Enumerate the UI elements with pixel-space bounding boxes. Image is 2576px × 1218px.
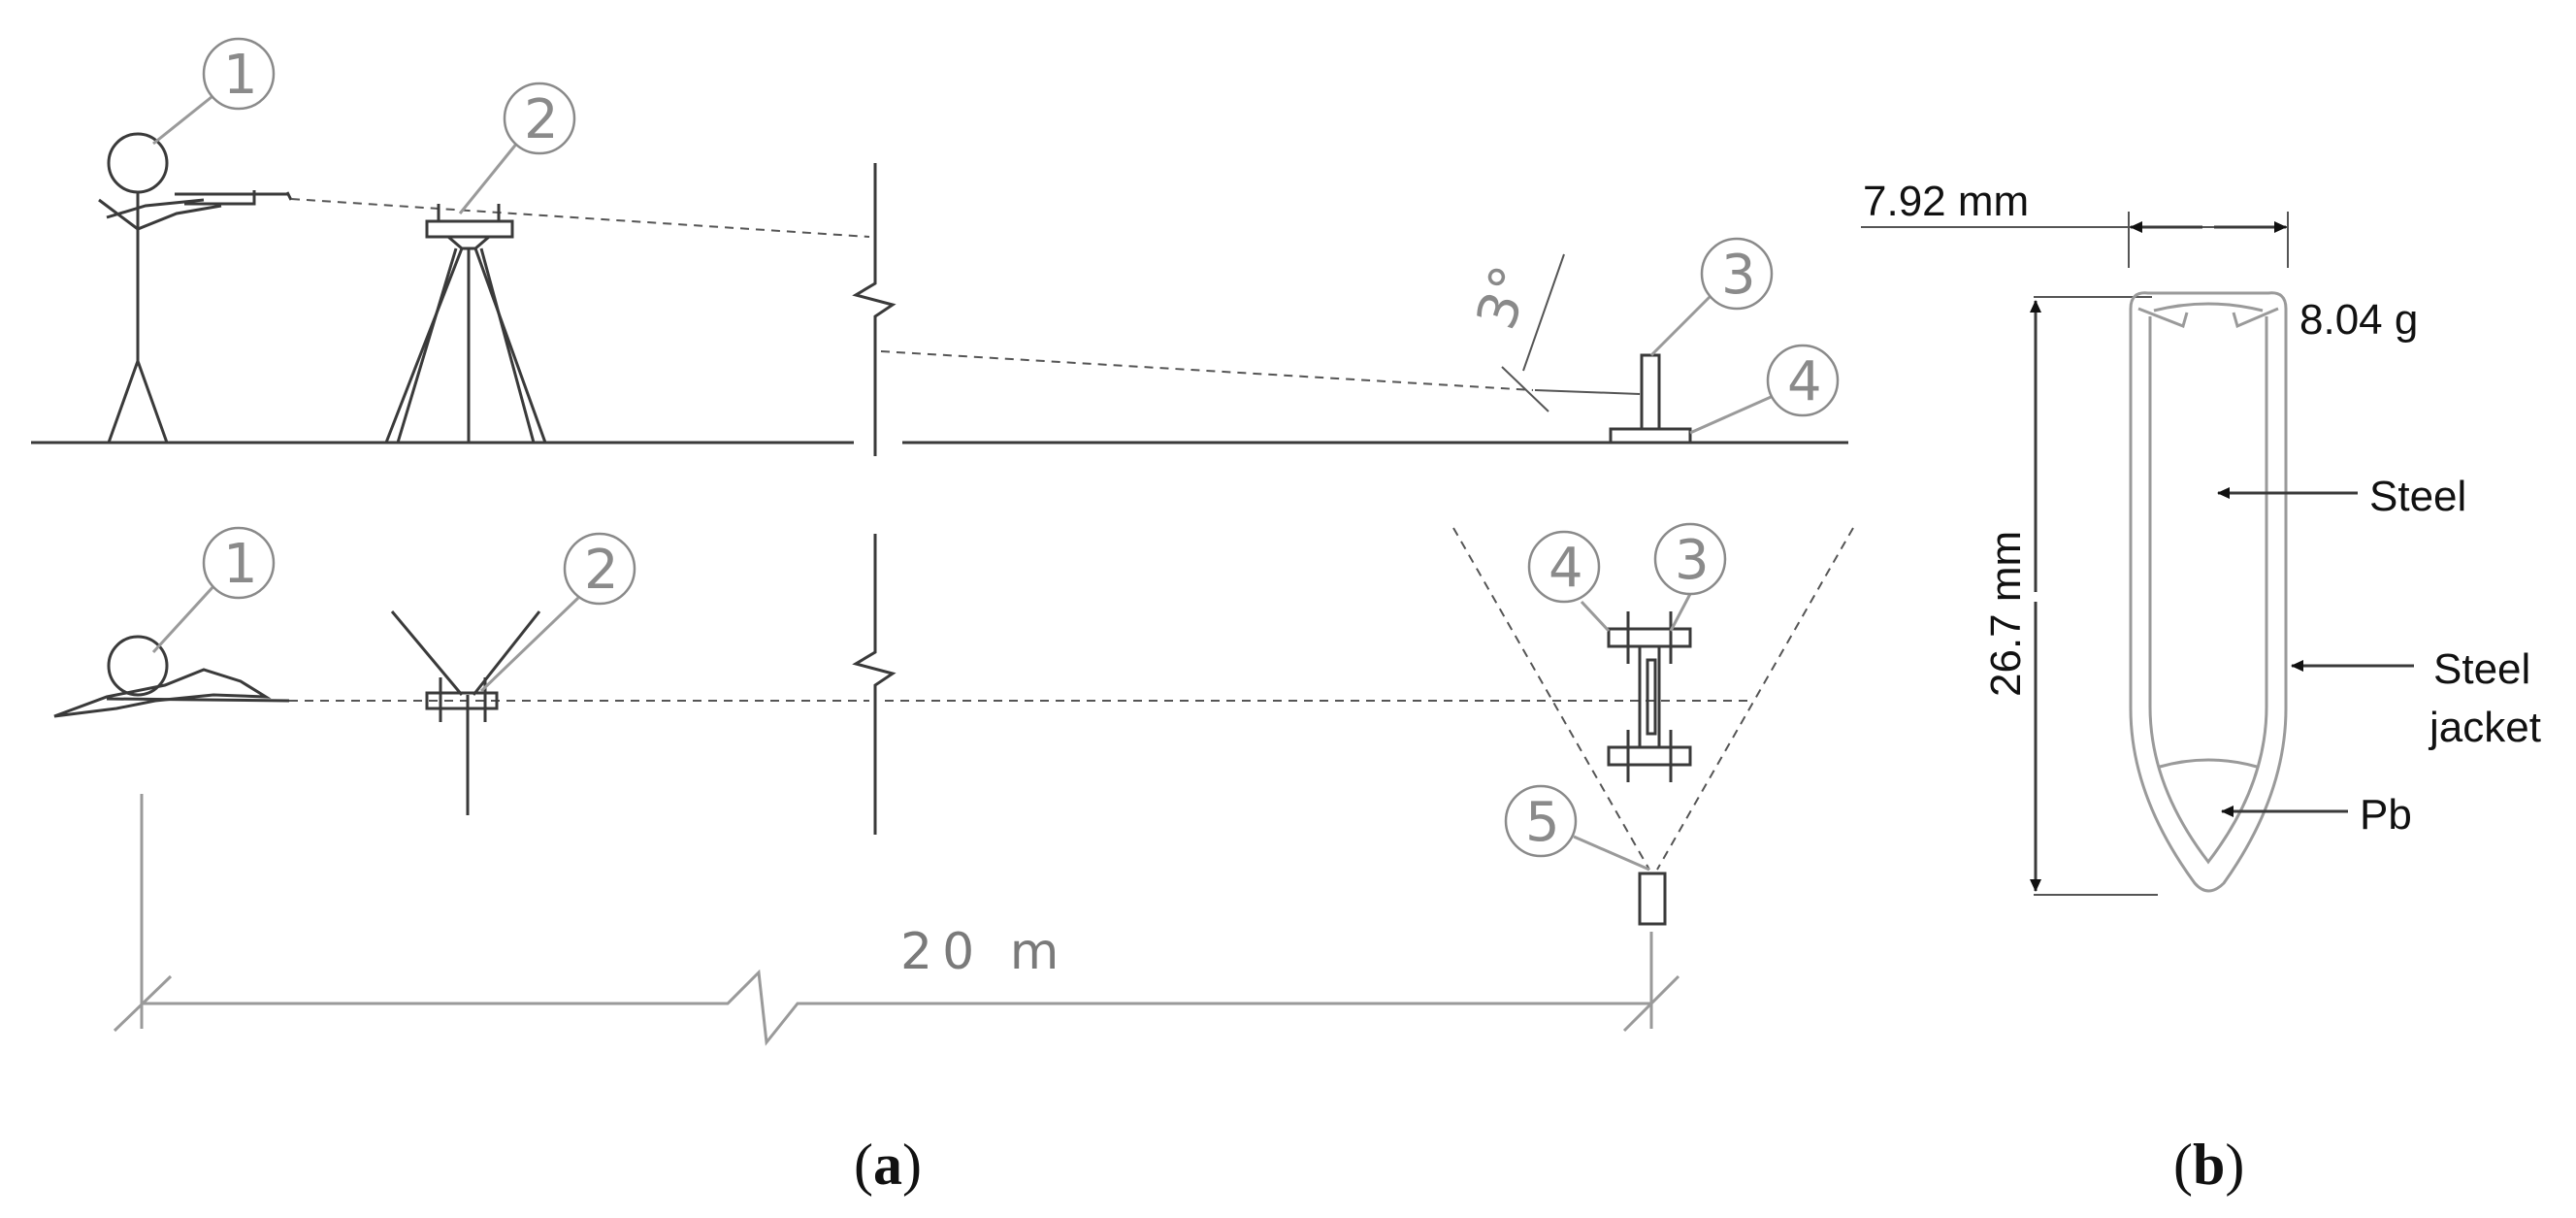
marker-3-side: 3	[1700, 237, 1774, 311]
svg-text:5: 5	[1525, 791, 1560, 854]
target-plate-side	[1640, 353, 1661, 431]
svg-text:1: 1	[223, 44, 258, 107]
top-view: 1 2 4 3 5 20 m	[53, 522, 1854, 1046]
distance-dimension	[113, 794, 1680, 1046]
caption-a: (a)	[854, 1133, 922, 1197]
marker-2-side: 2	[503, 82, 576, 155]
mass-label: 8.04 g	[2299, 296, 2418, 344]
length-label: 26.7 mm	[1982, 531, 2030, 697]
marker-2-top: 2	[563, 532, 636, 606]
tripod-side	[384, 204, 547, 444]
width-label: 7.92 mm	[1863, 178, 2029, 225]
pb-label: Pb	[2360, 791, 2412, 839]
marker-3-top: 3	[1653, 522, 1727, 596]
shooter-prone-figure	[53, 635, 290, 718]
svg-text:2: 2	[584, 539, 619, 602]
shooter-standing-figure	[98, 132, 293, 444]
steel-jacket-label-line1: Steel	[2433, 645, 2530, 693]
marker-1-top: 1	[202, 526, 276, 600]
steel-jacket-label-line2: jacket	[2428, 704, 2541, 751]
steel-label: Steel	[2369, 473, 2466, 520]
camera-fov-right	[1656, 527, 1854, 871]
marker-4-side: 4	[1766, 344, 1840, 417]
lead-core-boundary	[2159, 758, 2258, 769]
marker-5-top: 5	[1504, 784, 1578, 858]
distance-label: 20 m	[900, 923, 1068, 981]
side-view: 3° 1 2 3 4	[31, 37, 1848, 456]
camera-fov-left	[1452, 527, 1650, 871]
svg-text:4: 4	[1787, 350, 1822, 413]
trajectory-line-1	[290, 198, 870, 238]
trajectory-line-2	[880, 350, 1534, 391]
marker-4-top: 4	[1527, 530, 1601, 604]
target-stand-side	[1609, 427, 1692, 444]
svg-text:3: 3	[1675, 529, 1710, 592]
svg-text:2: 2	[524, 88, 559, 151]
svg-text:3: 3	[1721, 244, 1756, 307]
marker-1-side: 1	[202, 37, 276, 111]
bullet-jacket-outline	[2129, 291, 2288, 893]
target-stand-top	[1607, 611, 1692, 782]
camera-top	[1638, 872, 1667, 926]
break-line-side	[852, 163, 897, 456]
tripod-top	[390, 610, 541, 815]
break-line-top	[852, 534, 897, 835]
svg-text:1: 1	[223, 533, 258, 596]
svg-text:4: 4	[1549, 537, 1583, 600]
caption-b: (b)	[2173, 1133, 2244, 1197]
bullet-diagram	[1861, 212, 2414, 896]
bullet-core-outline	[2148, 316, 2268, 865]
angle-indicator	[1501, 253, 1641, 412]
angle-label: 3°	[1465, 259, 1544, 338]
